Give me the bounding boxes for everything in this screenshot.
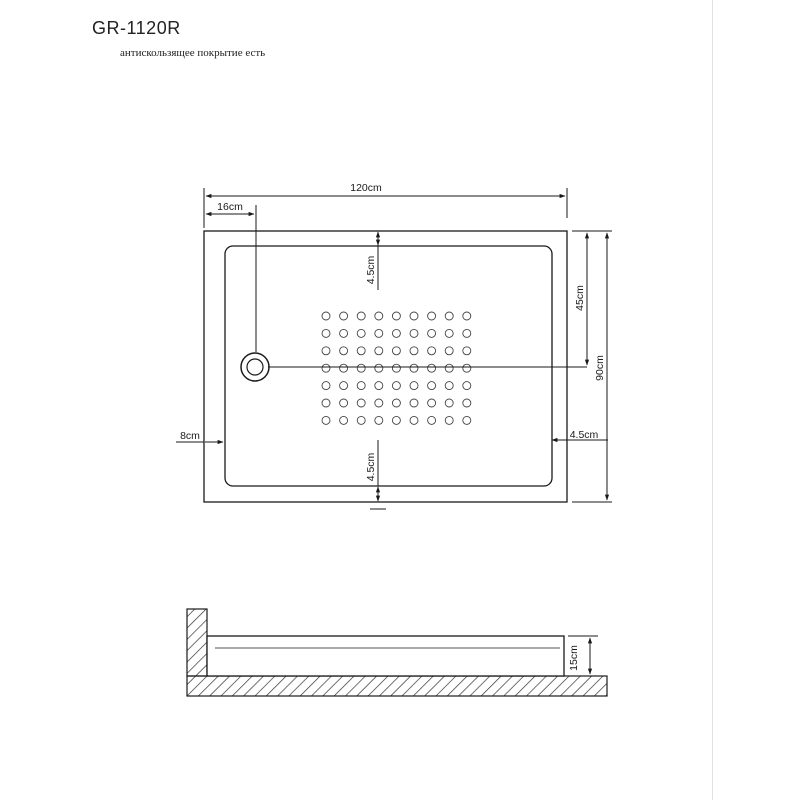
anti-slip-dot xyxy=(462,415,472,425)
anti-slip-dot xyxy=(339,415,349,425)
anti-slip-dot xyxy=(391,415,401,425)
anti-slip-dot xyxy=(444,398,454,408)
label-left-rim: 8cm xyxy=(180,430,200,442)
model-title: GR-1120R xyxy=(92,18,181,38)
dimension-labels: 120cm 16cm 4.5cm 4.5cm 8cm 4.5cm 45cm 90… xyxy=(180,182,606,671)
anti-slip-dot xyxy=(374,311,384,321)
anti-slip-dot xyxy=(409,346,419,356)
anti-slip-dot-grid xyxy=(321,311,472,425)
anti-slip-dot xyxy=(321,311,331,321)
anti-slip-dot xyxy=(321,415,331,425)
anti-slip-dot xyxy=(356,328,366,338)
anti-slip-dot xyxy=(409,311,419,321)
anti-slip-dot xyxy=(356,363,366,373)
anti-slip-dot xyxy=(427,398,437,408)
page-edge-line xyxy=(712,0,713,800)
label-depth-total: 90cm xyxy=(594,355,606,381)
anti-slip-dot xyxy=(444,415,454,425)
anti-slip-dot xyxy=(409,381,419,391)
anti-slip-dot xyxy=(321,346,331,356)
anti-slip-dot xyxy=(356,381,366,391)
anti-slip-dot xyxy=(321,363,331,373)
anti-slip-dot xyxy=(321,381,331,391)
anti-slip-dot xyxy=(391,328,401,338)
anti-slip-dot xyxy=(444,328,454,338)
anti-slip-dot xyxy=(462,398,472,408)
anti-slip-dot xyxy=(339,363,349,373)
anti-slip-dot xyxy=(374,381,384,391)
anti-slip-dot xyxy=(444,381,454,391)
label-drain-offset: 16cm xyxy=(217,201,243,213)
anti-slip-dot xyxy=(409,363,419,373)
anti-slip-dot xyxy=(356,311,366,321)
anti-slip-dot xyxy=(462,346,472,356)
anti-slip-dot xyxy=(444,311,454,321)
anti-slip-dot xyxy=(409,415,419,425)
anti-slip-dot xyxy=(427,363,437,373)
tray-side-profile xyxy=(206,635,565,677)
anti-slip-dot xyxy=(356,415,366,425)
anti-slip-dot xyxy=(391,346,401,356)
anti-slip-dot xyxy=(462,328,472,338)
anti-slip-dot xyxy=(409,328,419,338)
wall-section xyxy=(186,608,208,677)
anti-slip-dot xyxy=(444,363,454,373)
label-drain-to-edge: 45cm xyxy=(574,285,586,311)
anti-slip-dot xyxy=(462,381,472,391)
anti-slip-dot xyxy=(462,363,472,373)
anti-slip-dot xyxy=(321,328,331,338)
anti-slip-dot xyxy=(391,398,401,408)
anti-slip-note: антискользящее покрытие есть xyxy=(120,47,266,59)
label-bottom-margin: 4.5cm xyxy=(365,452,377,481)
anti-slip-dot xyxy=(374,328,384,338)
anti-slip-dot xyxy=(391,381,401,391)
label-top-margin: 4.5cm xyxy=(365,255,377,284)
anti-slip-dot xyxy=(374,398,384,408)
anti-slip-dot xyxy=(427,415,437,425)
anti-slip-dot xyxy=(391,311,401,321)
anti-slip-dot xyxy=(444,346,454,356)
anti-slip-dot xyxy=(427,311,437,321)
anti-slip-dot xyxy=(427,346,437,356)
anti-slip-dot xyxy=(339,311,349,321)
anti-slip-dot xyxy=(374,346,384,356)
anti-slip-dot xyxy=(427,381,437,391)
dimension-lines xyxy=(176,188,612,510)
label-tray-height: 15cm xyxy=(568,645,580,671)
anti-slip-dot xyxy=(339,398,349,408)
anti-slip-dot xyxy=(462,311,472,321)
floor-section xyxy=(186,675,608,697)
side-view xyxy=(186,608,608,697)
anti-slip-dot xyxy=(321,398,331,408)
drain-outer-icon xyxy=(240,352,270,382)
drain-inner-icon xyxy=(246,358,264,376)
anti-slip-dot xyxy=(374,415,384,425)
anti-slip-dot xyxy=(427,328,437,338)
label-right-rim: 4.5cm xyxy=(570,429,599,441)
label-width-total: 120cm xyxy=(350,182,382,194)
anti-slip-dot xyxy=(339,328,349,338)
anti-slip-dot xyxy=(409,398,419,408)
anti-slip-dot xyxy=(339,381,349,391)
anti-slip-dot xyxy=(356,398,366,408)
anti-slip-dot xyxy=(374,363,384,373)
anti-slip-dot xyxy=(356,346,366,356)
tray-inner-basin xyxy=(224,245,553,487)
anti-slip-dot xyxy=(339,346,349,356)
anti-slip-dot xyxy=(391,363,401,373)
